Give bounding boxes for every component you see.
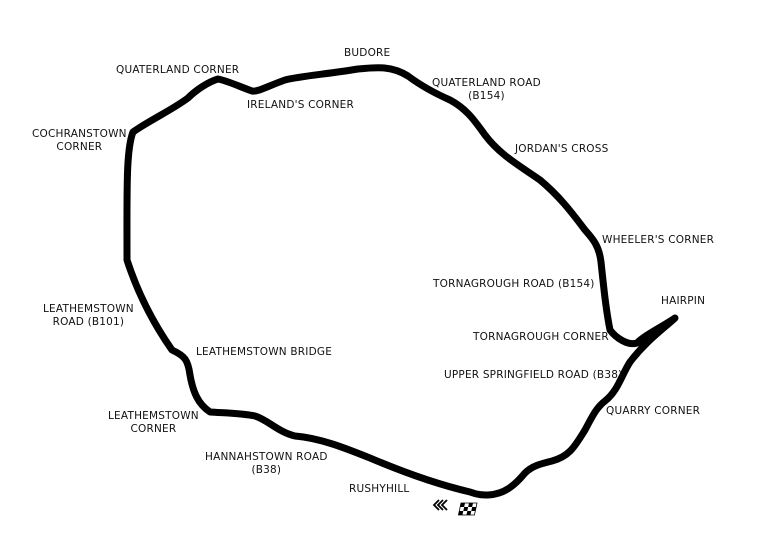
label-wheelers-corner: WHEELER'S CORNER	[602, 234, 715, 246]
track-outline	[123, 64, 679, 499]
label-tornagrough-road: TORNAGROUGH ROAD (B154)	[433, 278, 595, 290]
label-budore: BUDORE	[344, 47, 391, 59]
label-quaterland-corner: QUATERLAND CORNER	[116, 64, 240, 76]
label-leathemstown-bridge: LEATHEMSTOWN BRIDGE	[196, 346, 333, 358]
label-leathemstown-road: LEATHEMSTOWN ROAD (B101)	[43, 303, 134, 328]
label-quarry-corner: QUARRY CORNER	[606, 405, 701, 417]
label-hannahstown-road: HANNAHSTOWN ROAD (B38)	[205, 451, 328, 476]
chequered-flag-icon	[457, 502, 478, 516]
label-quaterland-road: QUATERLAND ROAD (B154)	[432, 77, 541, 102]
label-jordans-cross: JORDAN'S CROSS	[515, 143, 609, 155]
label-leathemstown-corner: LEATHEMSTOWN CORNER	[108, 410, 199, 435]
label-irelands-corner: IRELAND'S CORNER	[247, 99, 355, 111]
label-tornagrough-corner: TORNAGROUGH CORNER	[473, 331, 609, 343]
label-rushyhill: RUSHYHILL	[349, 483, 410, 495]
label-hairpin: HAIRPIN	[661, 295, 706, 307]
label-upper-springfield-road: UPPER SPRINGFIELD ROAD (B38)	[444, 369, 623, 381]
label-cochranstown-corner: COCHRANSTOWN CORNER	[32, 128, 127, 153]
direction-chevrons-icon	[432, 499, 448, 511]
